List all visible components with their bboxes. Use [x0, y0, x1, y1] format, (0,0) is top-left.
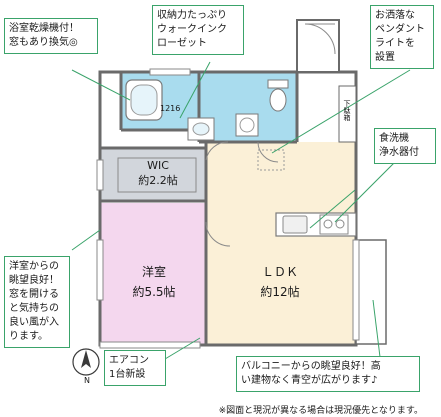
pendant-light-callout: お洒落な ペンダント ライトを 設置: [370, 5, 434, 69]
bath-size-label: 1216: [160, 104, 181, 113]
sink-icon: [282, 215, 308, 234]
compass-north-label: N: [84, 376, 90, 385]
shoebox: [338, 85, 357, 143]
ceiling-light-icon: [257, 149, 285, 171]
outer-wall: [98, 70, 358, 347]
bathroom-callout: 浴室乾燥機付！ 窓もあり換気◎: [4, 18, 98, 54]
wic-label: WIC 約2.2帖: [138, 159, 178, 187]
compass-icon: [72, 348, 100, 376]
western-room-label: 洋室 約5.5帖: [132, 265, 176, 299]
kitchen-callout: 食洗機 浄水器付: [374, 128, 436, 164]
shoebox-label: 下駄箱: [343, 100, 351, 121]
footnote: ※図面と現況が異なる場合は現況優先となります。: [218, 406, 423, 416]
balcony: [355, 239, 387, 345]
ldk-label: ＬＤＫ 約12帖: [260, 265, 300, 299]
western-room-callout: 洋室からの 眺望良好！ 窓を開ける と気持ちの 良い風が入 ります。: [4, 256, 70, 348]
toilet-icon: [267, 79, 289, 112]
entrance: [296, 19, 340, 73]
washbasin-icon: [187, 117, 215, 141]
washer-pan-icon: [235, 113, 259, 137]
bathtub-icon: [125, 79, 163, 121]
walk-in-closet-callout: 収納力たっぷり ウォークインク ローゼット: [152, 5, 244, 55]
aircon-callout: エアコン 1台新設: [104, 350, 166, 386]
western-room-area: [100, 203, 206, 345]
balcony-callout: バルコニーからの眺望良好！高 い建物なく青空が広がります♪: [236, 356, 420, 392]
stove-icon: [319, 214, 349, 235]
ldk-area: [206, 142, 356, 345]
